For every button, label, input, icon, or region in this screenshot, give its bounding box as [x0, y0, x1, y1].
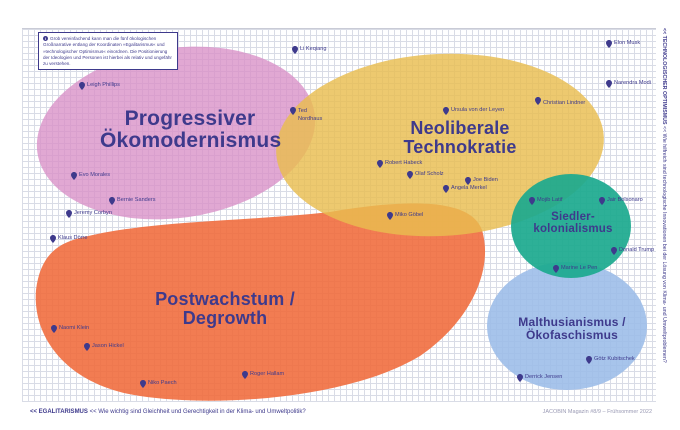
pin-icon	[84, 340, 90, 351]
label-postwachstum: Postwachstum / Degrowth	[155, 289, 295, 328]
person-roger-hallam: Roger Hallam	[242, 368, 284, 379]
blob-postwachstum	[35, 203, 486, 401]
person-jair-bolsonaro: Jair Bolsonaro	[599, 194, 643, 205]
person-name: Naomi Klein	[59, 325, 90, 331]
pin-icon	[611, 244, 617, 255]
x-axis-label: << EGALITARISMUS << Wie wichtig sind Gle…	[30, 409, 306, 415]
person-narendra-modi: Narendra Modi	[606, 77, 651, 88]
pin-icon	[586, 353, 592, 364]
person-niko-paech: Niko Paech	[140, 377, 177, 388]
pin-icon	[606, 37, 612, 48]
person-name: Leigh Phillips	[87, 82, 120, 88]
person-name: Angela Merkel	[451, 185, 487, 191]
person-bernie-sanders: Bernie Sanders	[109, 194, 156, 205]
pin-icon	[292, 43, 298, 54]
pin-icon	[599, 194, 605, 205]
x-axis-title: << EGALITARISMUS	[30, 409, 88, 415]
pin-icon	[290, 104, 296, 115]
pin-icon	[140, 377, 146, 388]
person-donald-trump: Donald Trump	[611, 244, 654, 255]
person-name: Donald Trump	[619, 247, 655, 253]
person-name: Li Keqiang	[300, 46, 327, 52]
person-robert-habeck: Robert Habeck	[377, 157, 422, 168]
label-progressiver: Progressiver Ökomodernismus	[100, 107, 282, 153]
pin-icon	[109, 194, 115, 205]
person-name: Götz Kubitschek	[594, 356, 635, 362]
person-marine-le-pen: Marine Le Pen	[553, 262, 597, 273]
person-name: Christian Lindner	[543, 100, 586, 106]
pin-icon	[443, 104, 449, 115]
person-name: Jeremy Corbyn	[74, 210, 112, 216]
person-name: Robert Habeck	[385, 160, 423, 166]
person-name: Ursula von der Leyen	[451, 107, 505, 113]
person-name: Evo Morales	[79, 172, 111, 178]
pin-icon	[66, 207, 72, 218]
person-mojib-latif: Mojib Latif	[529, 194, 563, 205]
pin-icon	[553, 262, 559, 273]
person-name: Miko Göbel	[395, 212, 424, 218]
person-name: Derrick Jensen	[525, 374, 563, 380]
person-jeremy-corbyn: Jeremy Corbyn	[66, 207, 112, 218]
person-name: Roger Hallam	[250, 371, 285, 377]
person-olaf-scholz: Olaf Scholz	[407, 168, 444, 179]
person-joe-biden: Joe Biden	[465, 174, 498, 185]
person-name: Joe Biden	[473, 177, 498, 183]
pin-icon	[79, 79, 85, 90]
person-name: Marine Le Pen	[561, 265, 598, 271]
blob-progressiver	[36, 46, 316, 220]
blob-neoliberale	[276, 53, 604, 237]
person-name: Bernie Sanders	[117, 197, 156, 203]
person-name: Jason Hickel	[92, 343, 124, 349]
person-name: Olaf Scholz	[415, 171, 444, 177]
person-name: Narendra Modi	[614, 80, 651, 86]
blob-malthus	[487, 262, 647, 390]
pin-icon	[50, 232, 56, 243]
x-axis-question: << Wie wichtig sind Gleichheit und Gerec…	[87, 409, 306, 415]
person-jason-hickel: Jason Hickel	[84, 340, 124, 351]
pin-icon	[517, 371, 523, 382]
person-ted-nordhaus: Ted Nordhaus	[290, 104, 324, 124]
person-name: Jair Bolsonaro	[607, 197, 643, 203]
person-name: Mojib Latif	[537, 197, 563, 203]
info-text: Grob vereinfachend kann man die fünf öko…	[43, 36, 172, 67]
pin-icon	[51, 322, 57, 333]
person-li-keqiang: Li Keqiang	[292, 43, 326, 54]
info-icon: i	[43, 36, 48, 41]
person-derrick-jensen: Derrick Jensen	[517, 371, 562, 382]
pin-icon	[606, 77, 612, 88]
pin-icon	[443, 182, 449, 193]
person-angela-merkel: Angela Merkel	[443, 182, 487, 193]
pin-icon	[529, 194, 535, 205]
person-christian-lindner: Christian Lindner	[535, 94, 585, 106]
person-klaus-doerre: Klaus Dörre	[50, 232, 88, 243]
person-miko-goebel: Miko Göbel	[387, 209, 423, 220]
y-axis-label: << TECHNOLOGISCHER OPTIMISMUS << Wie hil…	[657, 28, 667, 401]
pin-icon	[465, 174, 471, 185]
pin-icon	[535, 94, 541, 105]
credit-line: JACOBIN Magazin #8/9 – Frühsommer 2022	[542, 409, 652, 415]
y-axis-question: << Wie hilfreich sind technologische Inn…	[661, 124, 667, 363]
person-name: Klaus Dörre	[58, 235, 88, 241]
person-elon-musk: Elon Musk	[606, 37, 640, 48]
person-evo-morales: Evo Morales	[71, 169, 110, 180]
person-goetz-kubitschek: Götz Kubitschek	[586, 353, 635, 364]
person-name: Ted Nordhaus	[298, 108, 323, 123]
pin-icon	[71, 169, 77, 180]
label-siedler: Siedler-kolonialismus	[533, 211, 613, 236]
pin-icon	[377, 157, 383, 168]
person-naomi-klein: Naomi Klein	[51, 322, 89, 333]
pin-icon	[387, 209, 393, 220]
pin-icon	[407, 168, 413, 179]
y-axis-title: << TECHNOLOGISCHER OPTIMISMUS	[661, 28, 667, 125]
person-name: Niko Paech	[148, 380, 177, 386]
person-ursula-von-der-leyen: Ursula von der Leyen	[443, 104, 504, 115]
person-name: Elon Musk	[614, 40, 641, 46]
label-neoliberale: Neoliberale Technokratie	[403, 118, 517, 157]
label-malthus: Malthusianismus / Ökofaschismus	[518, 315, 626, 342]
person-leigh-phillips: Leigh Phillips	[79, 79, 120, 90]
pin-icon	[242, 368, 248, 379]
